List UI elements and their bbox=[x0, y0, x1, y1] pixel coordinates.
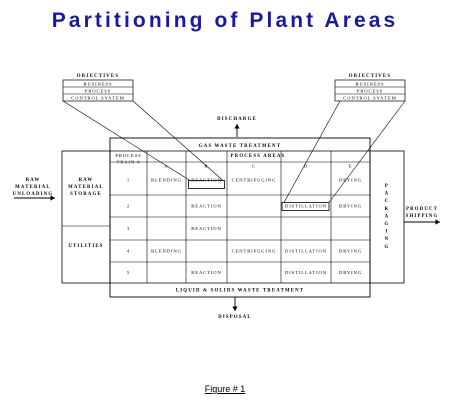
raw-material-storage-label: RAW bbox=[79, 178, 94, 183]
objective-connector-line bbox=[328, 100, 406, 203]
area-column-header: E bbox=[349, 164, 353, 169]
gas-waste-treatment-label: GAS WASTE TREATMENT bbox=[199, 144, 281, 149]
area-column-header: A bbox=[164, 164, 168, 169]
process-areas-header: PROCESS AREAS bbox=[231, 154, 286, 159]
objectives-right-heading: OBJECTIVES bbox=[349, 74, 391, 79]
train-number: 1 bbox=[127, 178, 130, 183]
liquid-waste-treatment-label: LIQUID & SOLIDS WASTE TREATMENT bbox=[176, 289, 304, 294]
product-shipping-label: SHIPPING bbox=[406, 214, 439, 219]
process-cell-text: DISTILLATION bbox=[285, 270, 327, 275]
process-cell-text: DRYING bbox=[339, 204, 362, 209]
packaging-letter: K bbox=[385, 207, 390, 212]
objectives-left-item: CONTROL SYSTEM bbox=[71, 96, 124, 101]
reaction-highlight-box bbox=[188, 180, 225, 189]
shipping-arrow-head bbox=[435, 219, 440, 225]
objectives-right-item: CONTROL SYSTEM bbox=[343, 96, 396, 101]
packaging-letter: A bbox=[385, 214, 390, 219]
process-cell-text: REACTION bbox=[191, 178, 221, 183]
process-train-header: PROCESS bbox=[115, 153, 141, 158]
process-cell-text: REACTION bbox=[191, 204, 221, 209]
utilities-label: UTILITIES bbox=[68, 244, 103, 249]
raw-material-storage-box bbox=[61, 150, 111, 284]
objectives-left-item: BUSINESS bbox=[84, 82, 113, 87]
train-number: 2 bbox=[127, 204, 130, 209]
raw-material-unloading-label: RAW bbox=[26, 178, 41, 183]
objective-connector-line bbox=[283, 100, 341, 203]
process-cell-text: BLENDING bbox=[151, 178, 182, 183]
process-cell-text: CENTRIFUGING bbox=[232, 178, 277, 183]
process-cell-text: DRYING bbox=[339, 270, 362, 275]
train-number: 5 bbox=[127, 270, 130, 275]
process-cell-text: REACTION bbox=[191, 226, 221, 231]
process-cell-text: DRYING bbox=[339, 249, 362, 254]
disposal-arrow-head bbox=[232, 306, 238, 311]
process-train-header: TRAIN # bbox=[117, 160, 141, 165]
raw-material-storage-label: MATERIAL bbox=[68, 185, 104, 190]
product-shipping-label: PRODUCT bbox=[406, 207, 438, 212]
objectives-right-box bbox=[334, 79, 406, 102]
train-number: 4 bbox=[127, 249, 130, 254]
unloading-arrow-head bbox=[50, 195, 55, 201]
objectives-right-item: BUSINESS bbox=[356, 82, 385, 87]
process-cell-text: REACTION bbox=[191, 270, 221, 275]
packaging-letter: P bbox=[385, 184, 389, 189]
distillation-highlight-box bbox=[281, 202, 330, 211]
process-cell-text: DRYING bbox=[339, 178, 362, 183]
objectives-left-item: PROCESS bbox=[85, 89, 111, 94]
discharge-arrow-head bbox=[234, 124, 240, 129]
objective-connector-line bbox=[62, 100, 191, 181]
packaging-letter: G bbox=[385, 222, 390, 227]
area-column-header: B bbox=[205, 164, 209, 169]
packaging-letter: A bbox=[385, 192, 390, 197]
packaging-letter: N bbox=[385, 237, 390, 242]
figure-caption: Figure # 1 bbox=[204, 384, 246, 394]
disposal-label: DISPOSAL bbox=[218, 315, 252, 320]
packaging-letter: C bbox=[385, 199, 390, 204]
discharge-label: DISCHARGE bbox=[217, 117, 257, 122]
train-number: 3 bbox=[127, 226, 130, 231]
raw-material-unloading-label: MATERIAL bbox=[15, 185, 51, 190]
packaging-letter: I bbox=[385, 230, 388, 235]
process-cell-text: BLENDING bbox=[151, 249, 182, 254]
area-column-header: C bbox=[252, 164, 256, 169]
packaging-letter: G bbox=[385, 245, 390, 250]
objective-connector-line bbox=[132, 100, 224, 181]
process-cell-text: CENTRIFUGING bbox=[232, 249, 277, 254]
area-column-header: D bbox=[304, 164, 308, 169]
page-title: Partitioning of Plant Areas bbox=[51, 9, 399, 32]
objectives-right-item: PROCESS bbox=[357, 89, 383, 94]
raw-material-storage-label: STORAGE bbox=[70, 192, 102, 197]
process-cell-text: DISTILLATION bbox=[285, 204, 327, 209]
objectives-left-box bbox=[62, 79, 134, 102]
process-cell-text: DISTILLATION bbox=[285, 249, 327, 254]
objectives-left-heading: OBJECTIVES bbox=[77, 74, 119, 79]
raw-material-unloading-label: UNLOADING bbox=[13, 192, 54, 197]
